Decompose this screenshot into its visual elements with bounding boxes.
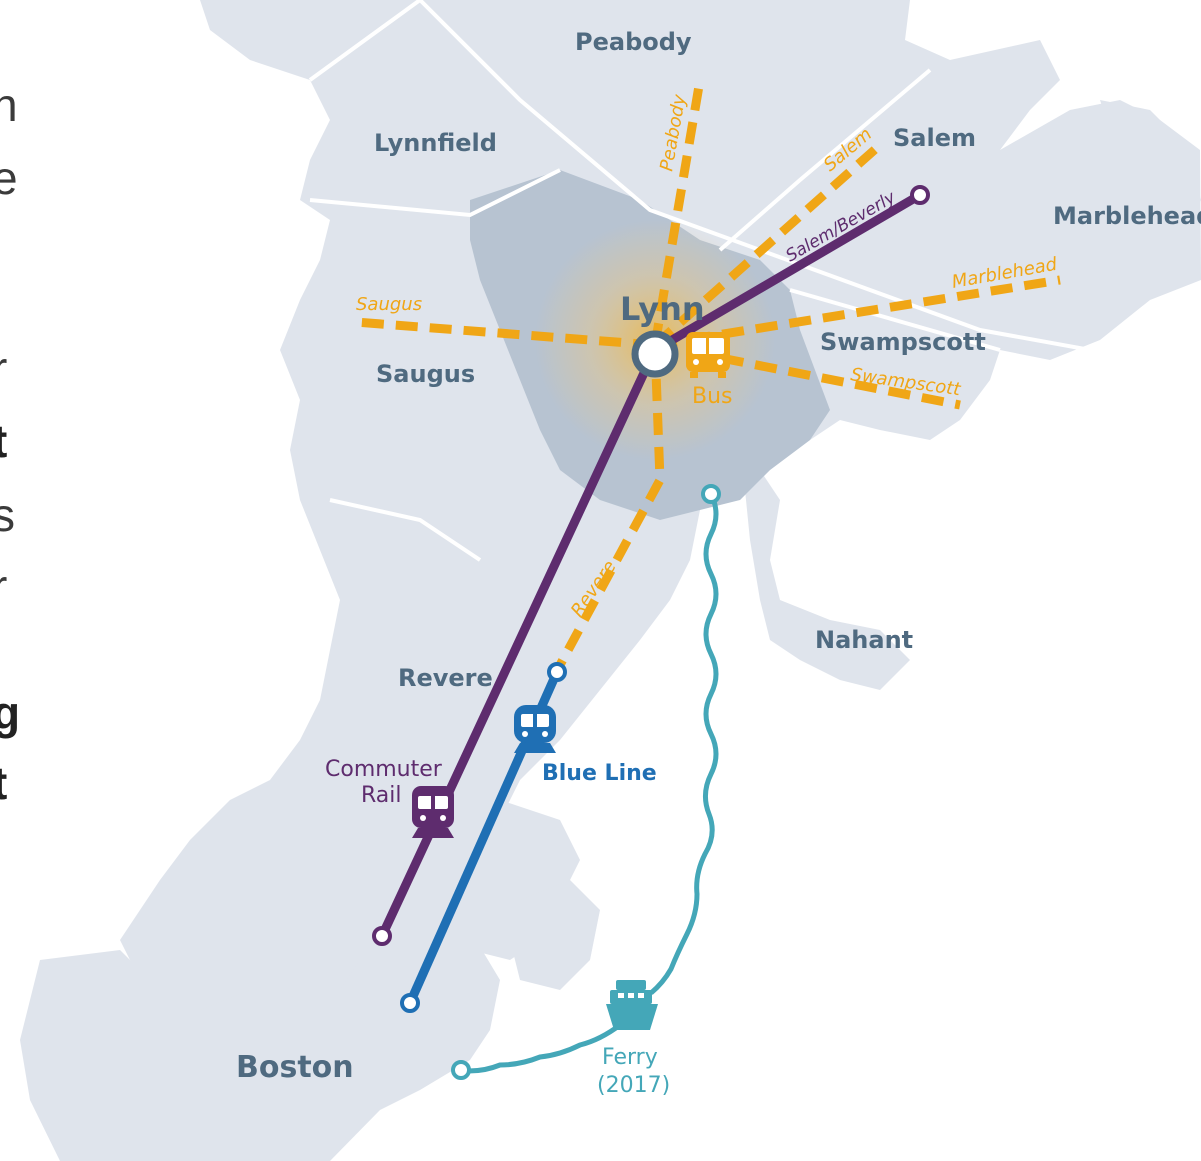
ferry-boat-icon bbox=[606, 980, 658, 1030]
border-swampscott bbox=[789, 288, 1001, 352]
town-borders bbox=[308, 0, 1201, 562]
bus-route-revere bbox=[556, 344, 665, 668]
mode-label-ferry-line2: (2017) bbox=[597, 1073, 670, 1098]
commuter-rail-line bbox=[372, 185, 930, 946]
mode-label-ferry-line1: Ferry bbox=[602, 1045, 658, 1070]
bus-icon bbox=[686, 332, 730, 378]
land-marblehead-neck bbox=[1100, 100, 1201, 280]
ferry-route-path bbox=[459, 492, 719, 1074]
commuter-rail-terminus-south[interactable] bbox=[372, 926, 392, 946]
blue-line-terminus-south[interactable] bbox=[400, 993, 420, 1013]
edge-text-5: s bbox=[0, 489, 15, 541]
ferry-terminus-boston[interactable] bbox=[451, 1060, 471, 1080]
mode-label-commuter-rail-line2: Rail bbox=[361, 783, 402, 808]
lynn-hub[interactable] bbox=[631, 330, 679, 378]
edge-text-2: e bbox=[0, 152, 18, 204]
town-label-saugus: Saugus bbox=[376, 360, 475, 388]
town-label-marblehead: Marblehead bbox=[1053, 202, 1201, 230]
bus-route-label-saugus: Saugus bbox=[356, 294, 422, 315]
edge-text-7: g bbox=[0, 687, 21, 739]
commuter-rail-north bbox=[652, 191, 923, 354]
bus-route-saugus bbox=[354, 317, 656, 350]
land-areas bbox=[20, 0, 1201, 1161]
edge-text-6: r bbox=[0, 563, 7, 609]
border-peabody-south bbox=[418, 0, 1201, 372]
edge-text-3: r bbox=[0, 345, 7, 391]
bus-route-salem bbox=[652, 141, 883, 349]
bus-route-peabody bbox=[650, 79, 705, 346]
town-label-salem: Salem bbox=[893, 124, 976, 152]
land-boston bbox=[20, 910, 500, 1161]
commuter-rail-south bbox=[377, 358, 655, 938]
town-label-swampscott: Swampscott bbox=[820, 328, 986, 356]
edge-text-8: t bbox=[0, 760, 7, 806]
land-boston-harbor-islands bbox=[510, 880, 600, 990]
mode-label-commuter-rail-line1: Commuter bbox=[325, 757, 443, 782]
town-label-boston: Boston bbox=[236, 1050, 354, 1085]
town-label-nahant: Nahant bbox=[815, 626, 913, 654]
town-label-revere: Revere bbox=[398, 664, 493, 692]
border-lynnfield-saugus bbox=[309, 168, 561, 218]
land-charlestown bbox=[290, 840, 390, 930]
edge-text-1: n bbox=[0, 79, 18, 131]
mode-label-bus: Bus bbox=[692, 384, 733, 409]
blue-line-train-icon bbox=[514, 705, 556, 753]
commuter-rail-terminus-north[interactable] bbox=[910, 185, 930, 205]
blue-line-terminus-north[interactable] bbox=[547, 662, 567, 682]
border-peabody-lynnfield bbox=[308, 0, 422, 82]
town-label-peabody: Peabody bbox=[575, 28, 692, 56]
ferry-route bbox=[451, 484, 721, 1080]
ferry-terminus-lynn[interactable] bbox=[701, 484, 721, 504]
border-saugus-revere bbox=[329, 498, 482, 562]
commuter-rail-train-icon bbox=[412, 786, 454, 838]
town-label-lynnfield: Lynnfield bbox=[374, 129, 497, 157]
town-label-lynn: Lynn bbox=[620, 290, 705, 328]
land-mainland bbox=[120, 0, 1201, 1161]
border-peabody-salem bbox=[718, 68, 932, 252]
land-nahant bbox=[745, 470, 910, 690]
mode-label-blue-line: Blue Line bbox=[542, 761, 657, 786]
edge-text-4: t bbox=[0, 418, 7, 464]
